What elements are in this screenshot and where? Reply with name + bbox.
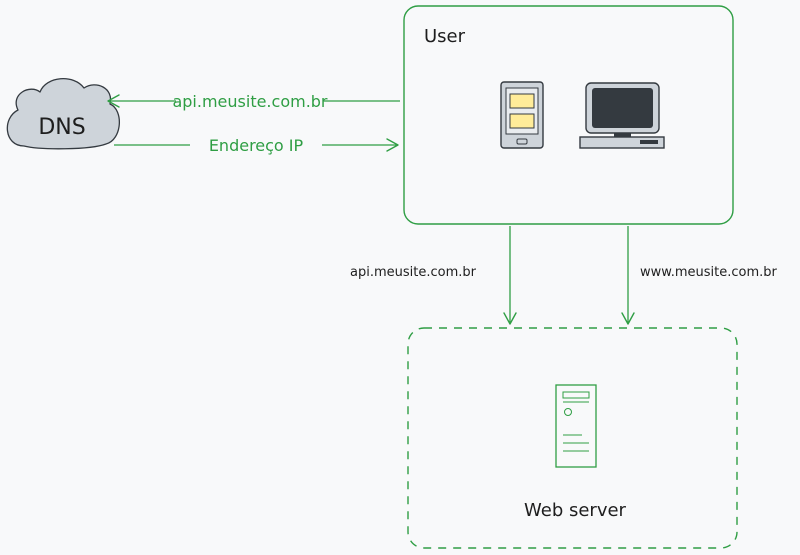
user-label: User: [424, 26, 466, 47]
edge-api-request-label: api.meusite.com.br: [350, 265, 477, 280]
user-box: [403, 5, 734, 225]
web-server-label: Web server: [524, 500, 627, 521]
user-node[interactable]: User: [403, 5, 734, 225]
edge-dns-query-label: api.meusite.com.br: [172, 92, 327, 111]
web-server-node[interactable]: Web server: [407, 327, 738, 549]
web-server-box: [407, 327, 738, 549]
edge-www-request: www.meusite.com.br: [621, 226, 777, 325]
dns-label: DNS: [38, 115, 85, 140]
cloud-icon: [6, 78, 120, 150]
edge-dns-response-label: Endereço IP: [209, 136, 304, 155]
mobile-phone-icon: [500, 81, 544, 149]
server-icon: [555, 384, 597, 468]
edge-dns-query: api.meusite.com.br: [107, 92, 400, 111]
desktop-computer-icon: [579, 82, 665, 149]
edge-dns-response: Endereço IP: [114, 136, 399, 155]
edge-www-request-label: www.meusite.com.br: [640, 265, 777, 280]
dns-node[interactable]: DNS: [6, 78, 120, 150]
edge-api-request: api.meusite.com.br: [350, 226, 517, 325]
